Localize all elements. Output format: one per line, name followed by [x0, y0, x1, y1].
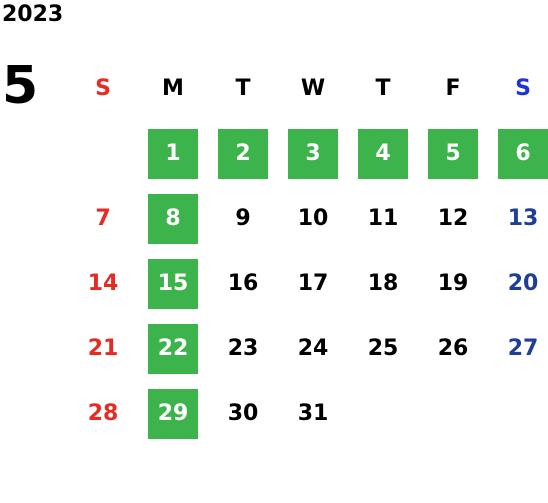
day-number: 10 — [297, 206, 329, 231]
day-number: 18 — [367, 271, 399, 296]
month-label: 5 — [2, 56, 39, 116]
day-cell[interactable]: 23 — [208, 316, 278, 381]
day-cell[interactable]: 15 — [138, 251, 208, 316]
day-number: 9 — [235, 206, 251, 231]
day-number: 21 — [87, 336, 119, 361]
day-number: 4 — [358, 128, 408, 179]
day-cell[interactable]: 30 — [208, 381, 278, 446]
day-cell[interactable]: 24 — [278, 316, 348, 381]
day-cell[interactable]: 5 — [418, 121, 488, 186]
day-number: 11 — [367, 206, 399, 231]
day-cell[interactable]: 27 — [488, 316, 548, 381]
day-cell[interactable]: 14 — [68, 251, 138, 316]
day-cell[interactable]: 17 — [278, 251, 348, 316]
day-number: 7 — [95, 206, 111, 231]
day-cell[interactable]: 3 — [278, 121, 348, 186]
day-cell[interactable]: 26 — [418, 316, 488, 381]
day-number: 1 — [148, 128, 198, 179]
day-number: 15 — [148, 258, 198, 309]
day-cell[interactable]: 13 — [488, 186, 548, 251]
day-cell[interactable]: 28 — [68, 381, 138, 446]
day-number: 23 — [227, 336, 259, 361]
day-cell[interactable]: 25 — [348, 316, 418, 381]
day-number: 30 — [227, 401, 259, 426]
day-cell[interactable]: 31 — [278, 381, 348, 446]
day-number: 20 — [507, 271, 539, 296]
day-cell[interactable]: 12 — [418, 186, 488, 251]
day-cell[interactable]: 16 — [208, 251, 278, 316]
day-cell[interactable]: 20 — [488, 251, 548, 316]
day-number: 3 — [288, 128, 338, 179]
weekday-header-mon: M — [162, 76, 184, 101]
day-cell[interactable]: 8 — [138, 186, 208, 251]
day-cell[interactable]: 2 — [208, 121, 278, 186]
day-number: 12 — [437, 206, 469, 231]
day-number: 31 — [297, 401, 329, 426]
day-cell[interactable]: 11 — [348, 186, 418, 251]
day-cell[interactable]: 10 — [278, 186, 348, 251]
weekday-header-fri: F — [445, 76, 461, 101]
weekday-header-thu: T — [375, 76, 391, 101]
day-number: 5 — [428, 128, 478, 179]
day-number: 28 — [87, 401, 119, 426]
year-label: 2023 — [2, 2, 64, 27]
day-number: 22 — [148, 323, 198, 374]
day-cell[interactable]: 21 — [68, 316, 138, 381]
day-cell[interactable]: 22 — [138, 316, 208, 381]
day-number: 6 — [498, 128, 548, 179]
day-cell[interactable]: 1 — [138, 121, 208, 186]
day-number: 16 — [227, 271, 259, 296]
day-cell[interactable]: 9 — [208, 186, 278, 251]
day-cell[interactable]: 4 — [348, 121, 418, 186]
day-cell[interactable]: 19 — [418, 251, 488, 316]
weekday-header-wed: W — [300, 76, 326, 101]
empty-cell — [68, 121, 138, 186]
weekday-header-sat: S — [515, 76, 531, 101]
day-number: 27 — [507, 336, 539, 361]
day-number: 25 — [367, 336, 399, 361]
day-number: 24 — [297, 336, 329, 361]
day-number: 17 — [297, 271, 329, 296]
day-cell[interactable]: 29 — [138, 381, 208, 446]
day-cell[interactable]: 6 — [488, 121, 548, 186]
day-cell[interactable]: 7 — [68, 186, 138, 251]
weekday-header-sun: S — [95, 76, 111, 101]
weekday-header-tue: T — [235, 76, 251, 101]
day-number: 8 — [148, 193, 198, 244]
day-number: 14 — [87, 271, 119, 296]
day-cell[interactable]: 18 — [348, 251, 418, 316]
day-number: 19 — [437, 271, 469, 296]
day-number: 13 — [507, 206, 539, 231]
day-number: 26 — [437, 336, 469, 361]
day-number: 2 — [218, 128, 268, 179]
day-number: 29 — [148, 388, 198, 439]
